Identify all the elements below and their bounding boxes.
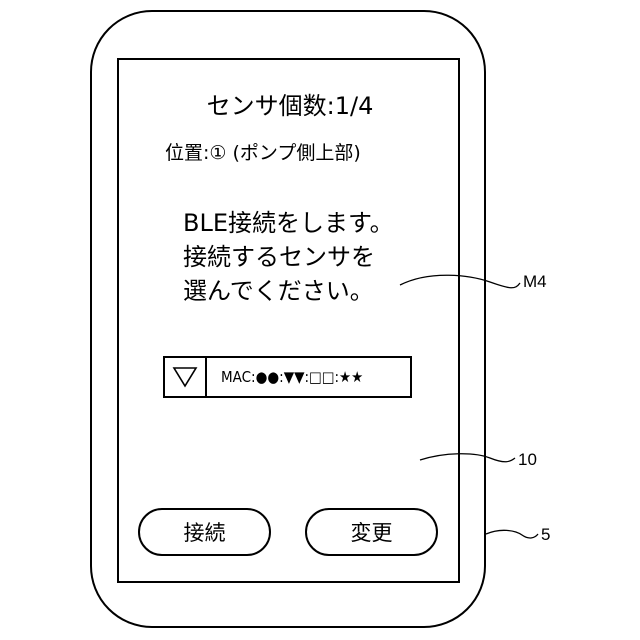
reference-label-m4: M4 [523,272,547,292]
reference-label-10: 10 [518,450,537,470]
leader-line-10 [420,454,515,462]
leader-line-5 [486,530,538,538]
reference-label-5: 5 [541,525,550,545]
leader-line-m4 [400,275,520,288]
